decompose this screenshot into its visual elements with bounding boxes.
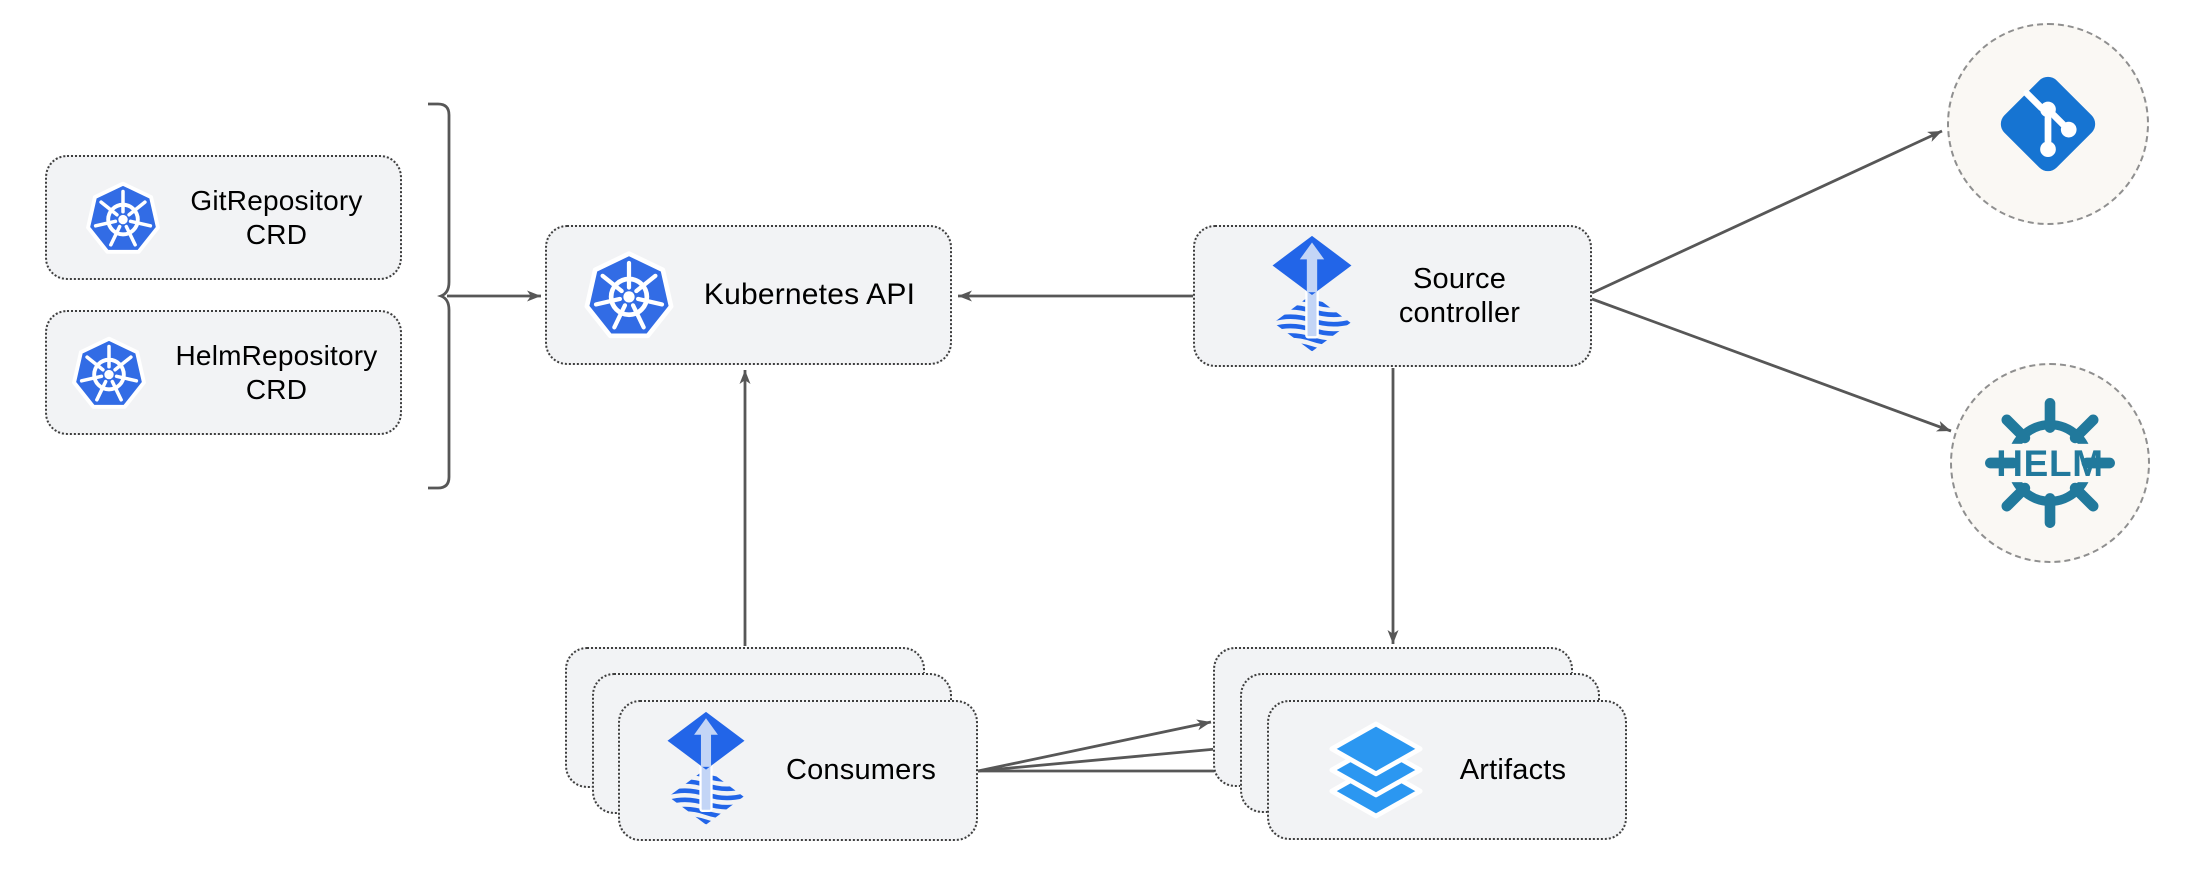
git-endpoint[interactable]: [1947, 23, 2149, 225]
helm-icon: HELM: [1979, 392, 2121, 534]
git-icon: [1992, 68, 2104, 180]
node-label: Consumers: [785, 754, 937, 787]
edge-consumers-to-artifacts-1: [977, 719, 1212, 773]
edge-source-to-git: [1591, 129, 1943, 295]
flux-icon: [660, 710, 752, 831]
node-label: HelmRepository CRD: [176, 339, 378, 405]
label-line: CRD: [245, 218, 308, 250]
label-line: HelmRepository: [175, 340, 378, 372]
edge-consumers-to-artifacts-2: [977, 742, 1239, 773]
label-line: CRD: [245, 373, 308, 405]
kubernetes-icon: [84, 179, 162, 257]
label-line: GitRepository: [190, 185, 363, 217]
node-source-controller[interactable]: Source controller: [1193, 225, 1592, 367]
helm-endpoint[interactable]: HELM: [1950, 363, 2150, 563]
kubernetes-icon: [582, 248, 676, 342]
node-label: Source controller: [1399, 262, 1520, 330]
edge-source-to-helm: [1591, 297, 1952, 433]
kubernetes-icon: [70, 334, 148, 412]
layers-icon: [1328, 721, 1424, 819]
node-label: Artifacts: [1459, 753, 1567, 786]
node-artifacts[interactable]: Artifacts: [1267, 700, 1627, 840]
node-consumers[interactable]: Consumers: [618, 700, 978, 841]
label-line: controller: [1398, 297, 1521, 329]
flux-icon: [1265, 234, 1359, 358]
bracket-crds: [428, 102, 451, 490]
node-label: Kubernetes API: [703, 278, 916, 312]
node-helmrepository-crd[interactable]: HelmRepository CRD: [45, 310, 402, 435]
node-label: GitRepository CRD: [190, 184, 362, 250]
node-kubernetes-api[interactable]: Kubernetes API: [545, 225, 952, 365]
node-gitrepository-crd[interactable]: GitRepository CRD: [45, 155, 402, 280]
label-line: Source: [1412, 262, 1507, 295]
